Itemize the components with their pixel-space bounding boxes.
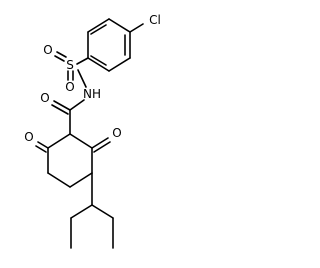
atom-nh: NH: [83, 87, 101, 101]
bond: [108, 57, 131, 72]
bond: [108, 18, 131, 33]
bond: [47, 133, 71, 149]
bond: [69, 172, 93, 188]
bond: [76, 57, 89, 65]
atom-o-sulfonyl-bottom: O: [65, 80, 74, 94]
bond: [93, 141, 111, 153]
chemical-structure: Cl S O O NH O O O: [24, 13, 161, 249]
bond: [90, 55, 107, 66]
bond: [87, 18, 110, 33]
bond: [51, 104, 69, 115]
bond: [77, 69, 87, 88]
bond: [129, 23, 144, 33]
bond: [91, 137, 109, 149]
bond: [35, 145, 47, 153]
atom-cl: Cl: [149, 13, 161, 27]
bond: [69, 99, 85, 111]
bonds: [35, 18, 144, 249]
bond: [87, 57, 110, 72]
bond: [90, 24, 107, 35]
bond: [70, 204, 93, 219]
atom-o-ketone-left: O: [24, 130, 33, 144]
atom-labels: Cl S O O NH O O O: [24, 13, 161, 144]
bond: [47, 172, 71, 188]
bond: [69, 133, 93, 149]
atom-o-sulfonyl-left: O: [43, 43, 52, 57]
bond: [53, 100, 71, 111]
bond: [37, 141, 49, 149]
bond: [91, 204, 114, 219]
bond: [56, 51, 67, 58]
atom-o-amide: O: [40, 91, 49, 105]
atom-s: S: [66, 58, 74, 72]
bond: [54, 55, 65, 62]
atom-o-ketone-right: O: [112, 126, 121, 140]
